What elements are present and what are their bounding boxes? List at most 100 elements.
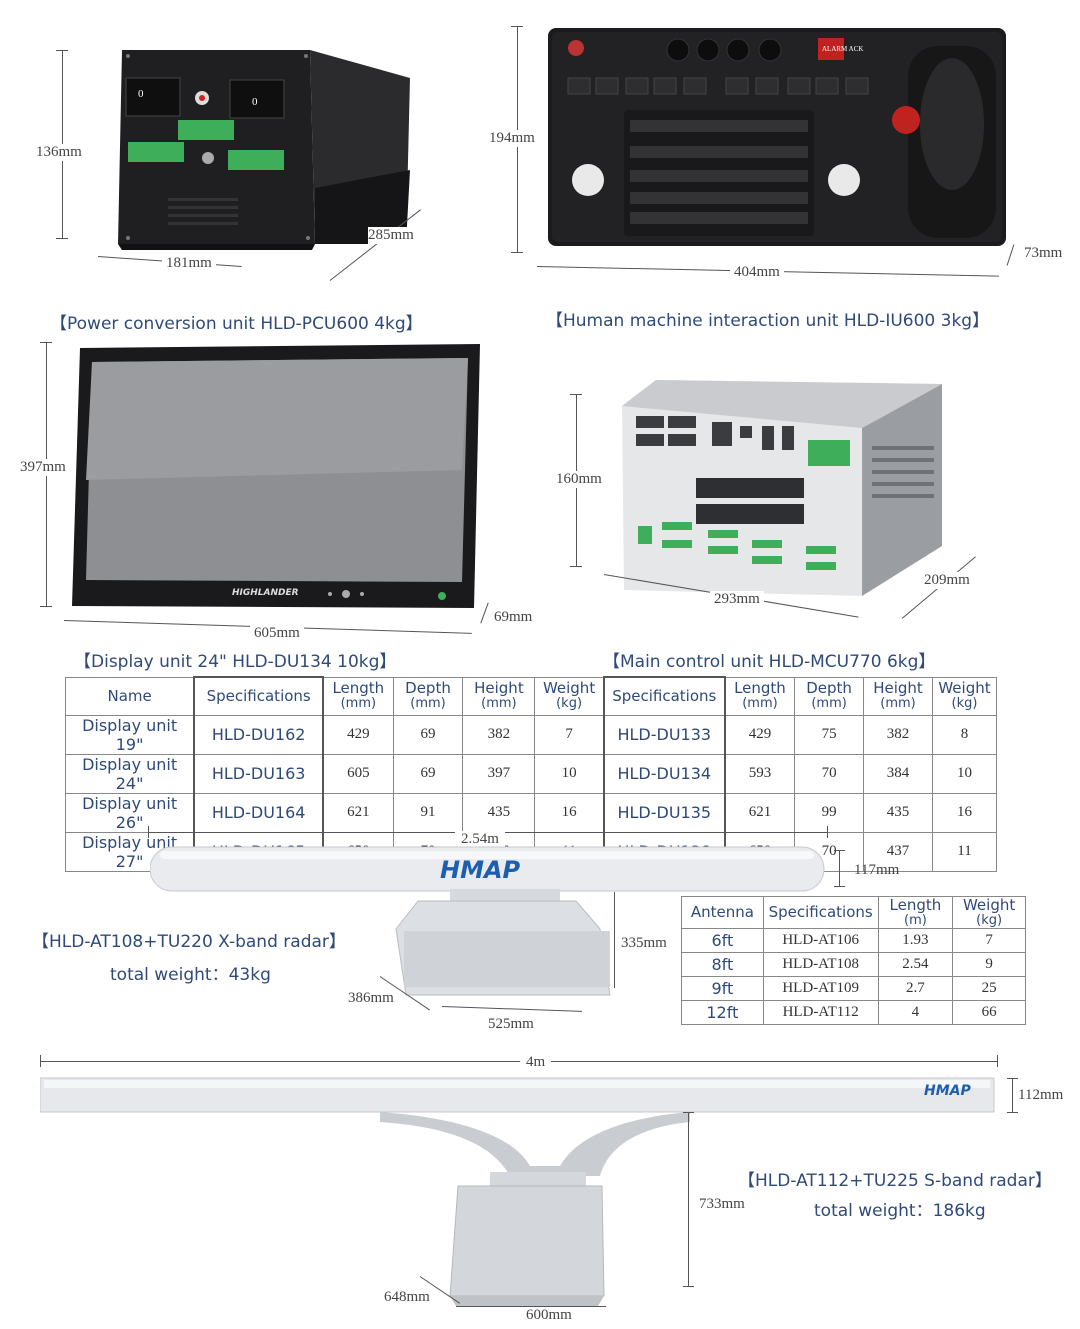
xband-depth-label: 386mm bbox=[348, 990, 394, 1007]
sband-total-weight: total weight：186kg bbox=[814, 1201, 986, 1221]
table-cell: 593 bbox=[724, 753, 796, 794]
antenna-table-header: Length(m) bbox=[877, 896, 954, 929]
table-cell: 91 bbox=[392, 792, 464, 833]
sband-width-line bbox=[456, 1306, 606, 1307]
table-cell: 621 bbox=[322, 792, 394, 833]
xband-antenna-height-line bbox=[839, 850, 840, 886]
table-row: Display unit 26" HLD-DU164 621 91 435 16… bbox=[65, 792, 998, 833]
mcu-height-label: 160mm bbox=[556, 471, 602, 488]
power-conversion-unit-image bbox=[118, 50, 410, 250]
table-cell: HLD-AT108 bbox=[762, 952, 879, 977]
table-cell: HLD-DU134 bbox=[602, 753, 726, 794]
display-table-header: Specifications bbox=[602, 676, 726, 716]
table-cell: 25 bbox=[952, 976, 1026, 1001]
iu-depth-label: 73mm bbox=[1024, 245, 1063, 261]
table-cell: HLD-DU163 bbox=[193, 753, 325, 794]
du-caption: 【Display unit 24" HLD-DU134 10kg】 bbox=[74, 652, 397, 672]
human-machine-interaction-unit-image bbox=[548, 28, 1006, 246]
table-row: Display unit 19" HLD-DU162 429 69 382 7 … bbox=[65, 714, 998, 755]
xband-height-label: 335mm bbox=[621, 935, 667, 951]
table-cell: Display unit 24" bbox=[65, 753, 195, 794]
table-cell: 2.54 bbox=[877, 952, 954, 977]
table-cell: 99 bbox=[794, 792, 865, 833]
table-cell: 7 bbox=[952, 928, 1026, 953]
table-cell: 6ft bbox=[681, 928, 764, 953]
display-table-header: Weight(kg) bbox=[534, 676, 605, 716]
table-cell: 4 bbox=[877, 1000, 954, 1025]
sband-depth-label: 648mm bbox=[384, 1289, 430, 1306]
xband-length-label: 2.54m bbox=[455, 831, 505, 848]
mcu-width-label: 293mm bbox=[710, 591, 764, 608]
table-cell: HLD-DU135 bbox=[602, 792, 726, 833]
du-depth-label: 69mm bbox=[494, 609, 533, 625]
display-table-header: Depth(mm) bbox=[794, 676, 865, 716]
table-cell: 397 bbox=[462, 753, 536, 794]
pcu-caption: 【Power conversion unit HLD-PCU600 4kg】 bbox=[50, 314, 423, 334]
table-cell: 1.93 bbox=[877, 928, 954, 953]
iu-alarm-label: ALARM ACK bbox=[822, 45, 864, 53]
table-cell: 382 bbox=[462, 714, 536, 755]
table-cell: 69 bbox=[392, 753, 464, 794]
display-table-header: Length(mm) bbox=[322, 676, 394, 716]
table-cell: 429 bbox=[322, 714, 394, 755]
table-cell: 12ft bbox=[681, 1000, 764, 1025]
table-cell: 66 bbox=[952, 1000, 1026, 1025]
main-control-unit-image bbox=[622, 380, 942, 596]
table-cell: 7 bbox=[534, 714, 605, 755]
table-cell: 16 bbox=[534, 792, 605, 833]
antenna-table-header: Specifications bbox=[762, 896, 879, 929]
table-cell: 429 bbox=[724, 714, 796, 755]
du-brand-label: HIGHLANDER bbox=[232, 588, 299, 598]
table-cell: 435 bbox=[863, 792, 933, 833]
sband-length-label: 4m bbox=[520, 1054, 552, 1071]
sband-antenna-height-label: 112mm bbox=[1018, 1087, 1064, 1103]
display-table-header: Height(mm) bbox=[462, 676, 536, 716]
display-table-header: Weight(kg) bbox=[931, 676, 998, 716]
table-cell: HLD-DU164 bbox=[193, 792, 325, 833]
xband-caption: 【HLD-AT108+TU220 X-band radar】 bbox=[32, 932, 346, 952]
display-table-header: Height(mm) bbox=[863, 676, 933, 716]
table-cell: 605 bbox=[322, 753, 394, 794]
du-height-label: 397mm bbox=[20, 459, 66, 476]
table-cell: 10 bbox=[931, 753, 998, 794]
antenna-table-header: Antenna bbox=[681, 896, 764, 929]
table-row: 12ft HLD-AT112 4 66 bbox=[681, 1000, 1026, 1025]
antenna-table-header-row: Antenna Specifications Length(m) Weight(… bbox=[681, 896, 1026, 929]
xband-brand-logo: HMAP bbox=[440, 856, 521, 884]
display-table-header: Length(mm) bbox=[723, 676, 796, 716]
iu-height-label: 194mm bbox=[489, 130, 535, 147]
table-cell: HLD-AT112 bbox=[762, 1000, 879, 1025]
xband-antenna-height-label: 117mm bbox=[854, 862, 900, 878]
xband-height-line bbox=[614, 892, 615, 988]
table-cell: 16 bbox=[931, 792, 998, 833]
pcu-switch-left-label: 0 bbox=[138, 88, 144, 100]
pcu-width-label: 181mm bbox=[162, 255, 216, 272]
table-cell: HLD-DU162 bbox=[193, 714, 325, 755]
sband-antenna-height-line bbox=[1012, 1078, 1013, 1112]
xband-total-weight: total weight：43kg bbox=[110, 965, 271, 985]
sband-height-line bbox=[688, 1112, 689, 1286]
table-row: Display unit 24" HLD-DU163 605 69 397 10… bbox=[65, 753, 998, 794]
antenna-spec-table: Antenna Specifications Length(m) Weight(… bbox=[681, 896, 1026, 1025]
table-row: 8ft HLD-AT108 2.54 9 bbox=[681, 952, 1026, 977]
table-cell: HLD-AT109 bbox=[762, 976, 879, 1001]
table-cell: 382 bbox=[863, 714, 933, 755]
display-table-header: Name bbox=[65, 676, 196, 716]
table-cell: 9 bbox=[952, 952, 1026, 977]
du-width-label: 605mm bbox=[250, 625, 304, 642]
table-row: 6ft HLD-AT106 1.93 7 bbox=[681, 928, 1026, 953]
table-cell: 69 bbox=[392, 714, 464, 755]
table-cell: 10 bbox=[534, 753, 605, 794]
antenna-table-header: Weight(kg) bbox=[952, 896, 1026, 929]
table-cell: 9ft bbox=[681, 976, 764, 1001]
table-cell: 621 bbox=[724, 792, 796, 833]
sband-width-label: 600mm bbox=[526, 1307, 572, 1323]
display-table-header: Depth(mm) bbox=[392, 676, 464, 716]
xband-width-label: 525mm bbox=[488, 1016, 534, 1032]
pcu-switch-right-label: 0 bbox=[252, 96, 258, 108]
table-cell: Display unit 19" bbox=[65, 714, 195, 755]
table-cell: HLD-DU133 bbox=[602, 714, 726, 755]
mcu-caption: 【Main control unit HLD-MCU770 6kg】 bbox=[603, 652, 936, 672]
table-cell: 11 bbox=[931, 831, 998, 872]
display-table-header-row: Name Specifications Length(mm) Depth(mm)… bbox=[65, 676, 998, 716]
